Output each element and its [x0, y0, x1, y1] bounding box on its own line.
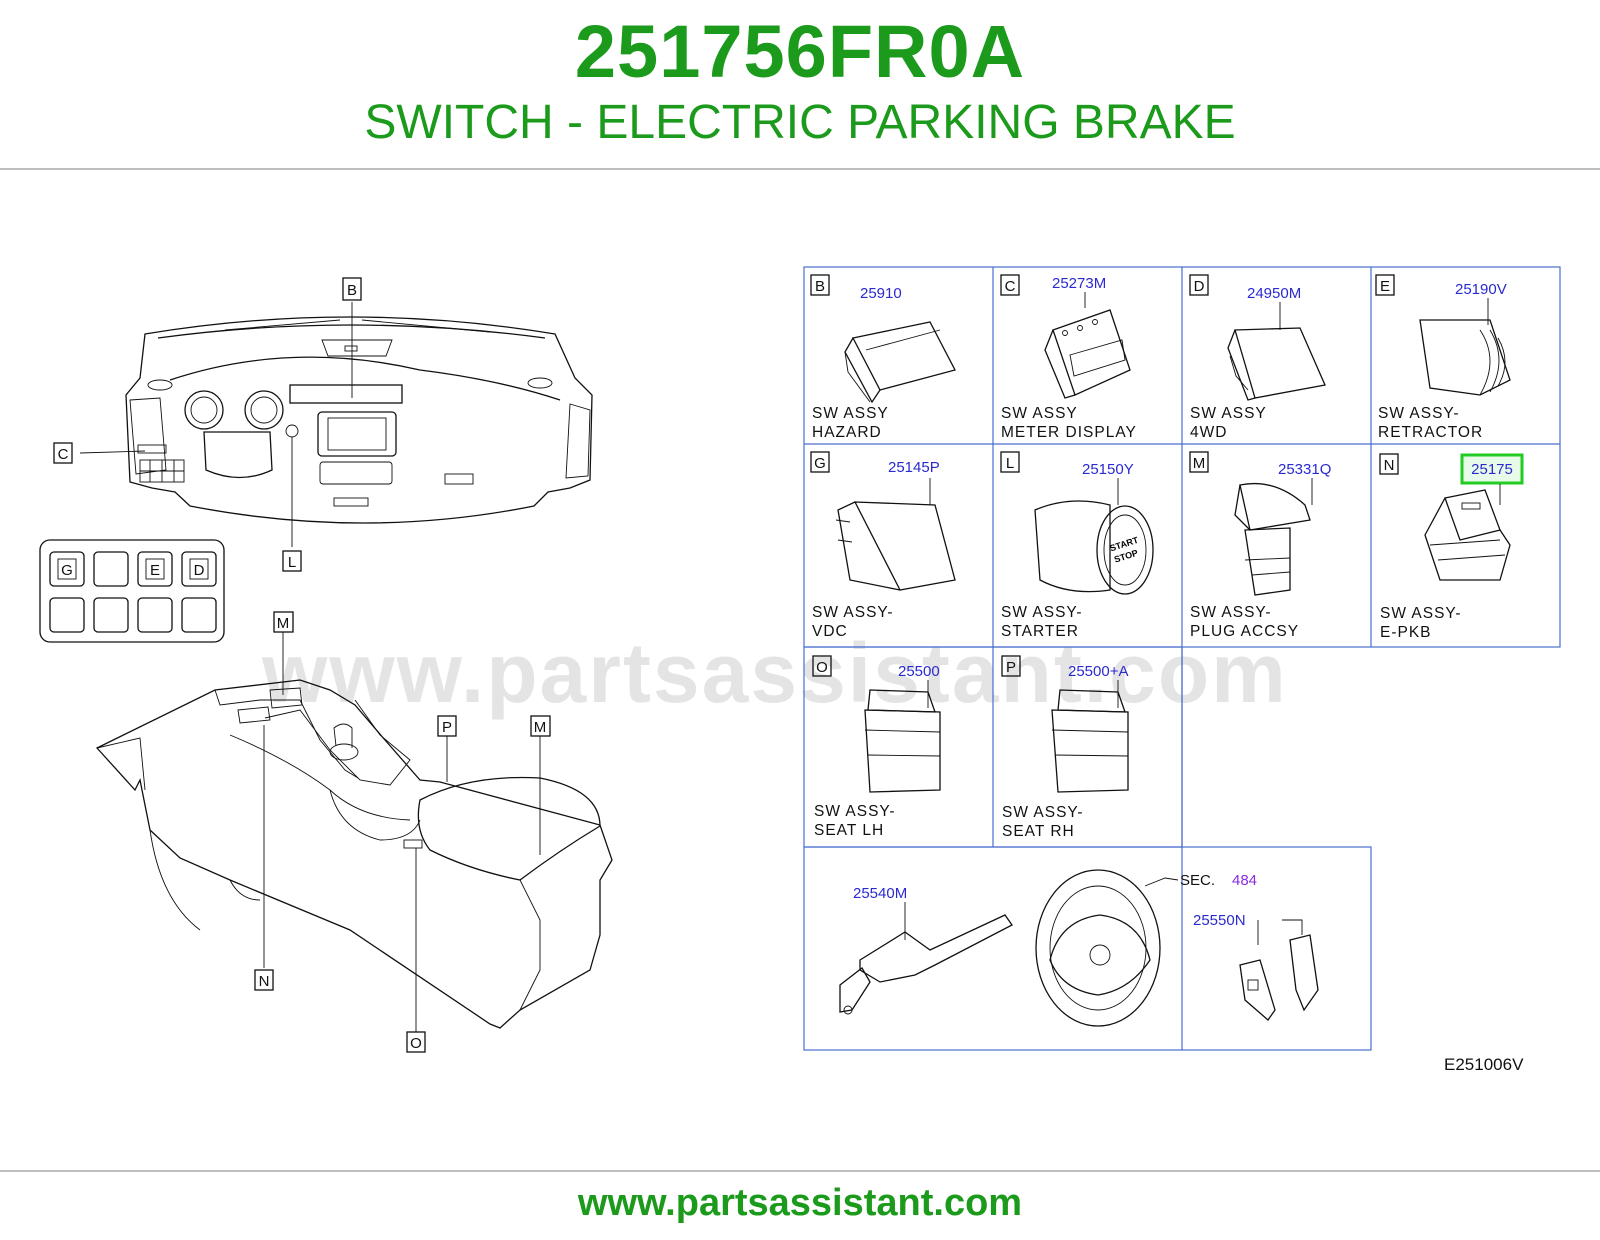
part-no-n: 25175 [1471, 461, 1513, 478]
svg-text:M: M [1193, 455, 1206, 472]
diagram-code: E251006V [1444, 1055, 1524, 1074]
header-divider [0, 168, 1600, 170]
svg-text:PLUG ACCSY: PLUG ACCSY [1190, 623, 1299, 640]
svg-text:RETRACTOR: RETRACTOR [1378, 424, 1483, 441]
svg-text:B: B [347, 282, 357, 299]
switch-panel: G E D [39, 539, 225, 643]
cell-o: O 25500 SW ASSY- SEAT LH [812, 655, 941, 839]
footer-url-link[interactable]: www.partsassistant.com [577, 1182, 1023, 1224]
svg-text:E: E [1380, 278, 1390, 295]
svg-text:E: E [150, 562, 160, 579]
svg-text:B: B [815, 278, 825, 295]
svg-text:SW ASSY-: SW ASSY- [1378, 405, 1460, 422]
svg-text:STARTER: STARTER [1001, 623, 1079, 640]
svg-text:L: L [1006, 455, 1014, 472]
part-no-combo-switch: 25540M [853, 885, 907, 902]
cell-l: L 25150Y START STOP SW ASSY- STARTER [1000, 451, 1154, 640]
part-no-p: 25500+A [1068, 663, 1128, 680]
svg-text:SW ASSY: SW ASSY [812, 405, 889, 422]
svg-text:C: C [1005, 278, 1016, 295]
svg-text:SEAT RH: SEAT RH [1002, 823, 1075, 840]
svg-text:D: D [1194, 278, 1205, 295]
watermark: www.partsassistant.com [261, 626, 1288, 720]
part-no-l: 25150Y [1082, 461, 1134, 478]
svg-text:C: C [58, 446, 69, 463]
svg-text:N: N [259, 973, 270, 990]
svg-text:O: O [410, 1035, 422, 1052]
svg-text:SW ASSY-: SW ASSY- [1002, 804, 1084, 821]
cell-b: B 25910 SW ASSY HAZARD [810, 274, 956, 441]
cell-p: P 25500+A SW ASSY- SEAT RH [1001, 655, 1129, 840]
cell-c: C 25273M SW ASSY METER DISPLAY [1000, 274, 1137, 441]
svg-text:G: G [61, 562, 73, 579]
footer-divider [0, 1170, 1600, 1172]
cell-g: G 25145P SW ASSY- VDC [810, 451, 956, 640]
svg-text:SW ASSY: SW ASSY [1190, 405, 1267, 422]
cell-m: M 25331Q SW ASSY- PLUG ACCSY [1189, 451, 1331, 640]
svg-text:N: N [1384, 457, 1395, 474]
part-no-g: 25145P [888, 459, 940, 476]
svg-text:G: G [814, 455, 826, 472]
svg-text:P: P [442, 719, 452, 736]
svg-text:4WD: 4WD [1190, 424, 1227, 441]
svg-text:METER DISPLAY: METER DISPLAY [1001, 424, 1137, 441]
cell-d: D 24950M SW ASSY 4WD [1189, 274, 1326, 441]
part-no-b: 25910 [860, 285, 902, 302]
svg-text:O: O [816, 659, 828, 676]
cell-n: N 25175 SW ASSY- E-PKB [1379, 453, 1524, 641]
part-description: SWITCH - ELECTRIC PARKING BRAKE [364, 96, 1236, 149]
parts-grid [803, 266, 1561, 1051]
svg-text:SW ASSY-: SW ASSY- [1001, 604, 1083, 621]
svg-text:HAZARD: HAZARD [812, 424, 882, 441]
part-no-paddle: 25550N [1193, 912, 1246, 929]
part-no-e: 25190V [1455, 281, 1507, 298]
svg-text:SW ASSY-: SW ASSY- [1190, 604, 1272, 621]
callout-leaders [79, 302, 541, 1032]
svg-text:SEC.: SEC. [1180, 872, 1215, 889]
part-number-title: 251756FR0A [574, 10, 1026, 93]
page-header: 251756FR0A SWITCH - ELECTRIC PARKING BRA… [0, 0, 1600, 170]
part-no-d: 24950M [1247, 285, 1301, 302]
svg-text:SW ASSY-: SW ASSY- [812, 604, 894, 621]
steering-box: 25540M SEC. 484 25550N [839, 869, 1319, 1027]
part-no-n-highlight [1460, 453, 1524, 485]
svg-text:SW ASSY-: SW ASSY- [1380, 605, 1462, 622]
svg-text:SEAT LH: SEAT LH [814, 822, 884, 839]
svg-text:VDC: VDC [812, 623, 848, 640]
part-no-o: 25500 [898, 663, 940, 680]
svg-text:P: P [1006, 659, 1016, 676]
svg-text:L: L [288, 554, 296, 571]
part-no-m: 25331Q [1278, 461, 1331, 478]
svg-text:E-PKB: E-PKB [1380, 624, 1432, 641]
dashboard-overview [125, 316, 593, 524]
svg-text:M: M [534, 719, 547, 736]
svg-text:D: D [194, 562, 205, 579]
sec-number: 484 [1232, 872, 1257, 889]
center-console-drawing [95, 679, 613, 1029]
part-no-c: 25273M [1052, 275, 1106, 292]
cell-e: E 25190V SW ASSY- RETRACTOR [1375, 274, 1511, 441]
svg-text:SW ASSY: SW ASSY [1001, 405, 1078, 422]
svg-text:M: M [277, 615, 290, 632]
svg-text:SW ASSY-: SW ASSY- [814, 803, 896, 820]
callout-labels: B C L M M P N O [53, 277, 551, 1053]
